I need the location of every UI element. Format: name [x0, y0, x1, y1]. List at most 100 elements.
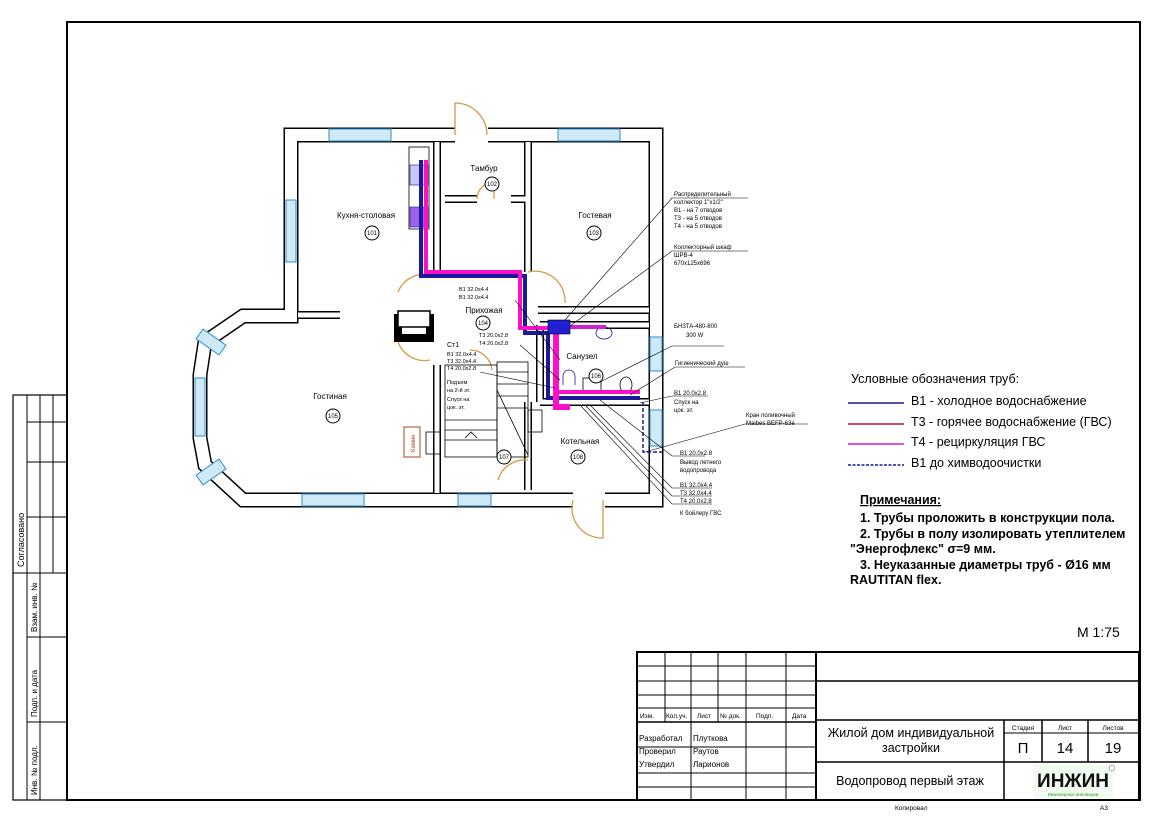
tb-role: Проверил [639, 747, 676, 756]
stair-note: Спуск на [447, 397, 470, 403]
leader-lines [479, 197, 808, 505]
note-line: 3. Неуказанные диаметры труб - Ø16 мм [860, 558, 1111, 572]
room-number: 107 [499, 455, 510, 461]
stair-note: Подъем [447, 380, 467, 386]
company-logo: ИНЖИН Инженерные инновации [1033, 764, 1116, 798]
notes: Примечания: 1. Трубы проложить в констру… [850, 493, 1125, 587]
pipes [419, 160, 662, 453]
stair-note: цок. эт. [447, 405, 465, 411]
sheet-label: Лист [1058, 725, 1072, 732]
legend-item: Т3 - горячее водоснабжение (ГВС) [911, 415, 1112, 429]
tb-name: Плуткова [693, 734, 728, 743]
riser-name: Ст1 [447, 342, 459, 349]
tb-role: Разработал [639, 734, 683, 743]
sheet-title: Водопровод первый этаж [836, 774, 984, 788]
stage-value: П [1018, 740, 1029, 757]
note-line: 2. Трубы в полу изолировать утеплителем [860, 527, 1125, 541]
logo-text: ИНЖИН [1037, 771, 1109, 792]
legend-item: Т4 - рециркуляция ГВС [911, 435, 1045, 449]
project-title: Жилой дом индивидуальной [828, 726, 994, 740]
tb-header: Дата [792, 713, 807, 720]
tb-name: Раутов [693, 747, 719, 756]
callout-text: Т4 20.0х2.8 [680, 499, 712, 505]
room-name: Тамбур [470, 164, 498, 173]
callout-text: водопровода [680, 468, 717, 474]
tb-header: Лист [697, 713, 711, 720]
tb-role: Утвердил [639, 760, 675, 769]
notes-title: Примечания: [860, 493, 941, 507]
side-stamp: Согласовано Взам. инв. № Подп. и дата Ин… [12, 394, 68, 801]
callout-text: Т3 - на 5 отводов [674, 216, 722, 222]
note-line: RAUTITAN flex. [850, 573, 941, 587]
pipe-label: Т3 32.0х4.4 [447, 359, 476, 365]
room-number: 104 [478, 321, 489, 327]
room-labels: Кухня-столовая 101 Тамбур 102 Гостевая 1… [313, 164, 612, 465]
room-name: Прихожая [465, 306, 502, 315]
windows [194, 128, 663, 507]
callout-text: Спуск на [674, 400, 699, 406]
legend-item: В1 до химводоочистки [911, 456, 1041, 470]
callout-text: Коллекторный шкаф [674, 244, 732, 251]
callout-text: цок. эт. [674, 408, 694, 414]
room-number: 106 [591, 374, 602, 380]
callout-text: В1 - на 7 отводов [674, 208, 722, 214]
pipe-label: Т3 20.0х2.8 [479, 333, 508, 339]
callout-text: Гигиенический душ [675, 360, 729, 367]
callout-text: Распределительный [674, 191, 731, 198]
callout-text: Вывод летнего [680, 460, 722, 466]
legend-item: В1 - холодное водоснабжение [911, 394, 1087, 408]
callout-text: К бойлеру ГВС [680, 510, 722, 517]
callout-text: Maibes BEFP-63e [746, 421, 795, 427]
room-name: Котельная [561, 437, 600, 446]
room-number: 103 [589, 231, 600, 237]
floor-plan: Камин Кухня-столовая 101 Тамбур 102 Гост… [192, 102, 808, 539]
pipe-label: В1 32.0х4.4 [447, 352, 476, 358]
sheets-label: Листов [1102, 725, 1124, 732]
logo-subtitle: Инженерные инновации [1048, 792, 1099, 797]
stair-note: на 2-й эт. [447, 387, 471, 394]
copied-label: Копировал [895, 805, 928, 812]
stamp-label: Взам. инв. № [30, 582, 39, 632]
legend-title: Условные обозначения труб: [851, 372, 1019, 386]
callout-text: В1 20.0х2.8 [680, 451, 713, 457]
pipe-legend: Условные обозначения труб: В1 - холодное… [848, 372, 1112, 470]
room-name: Гостиная [313, 392, 347, 401]
collector-cabinet [547, 319, 571, 335]
project-title: застройки [882, 741, 940, 755]
room-name: Гостевая [578, 211, 611, 220]
callouts: Распределительный коллектор 1"х1/2" В1 -… [674, 191, 795, 517]
format-label: А3 [1100, 805, 1108, 812]
pipe-t3-hot [553, 330, 570, 410]
callout-text: Т4 - на 5 отводов [674, 224, 722, 230]
stairs [425, 361, 543, 458]
sheet-value: 14 [1057, 740, 1074, 757]
pipe-labels: В1 32.0х4.4 В1 32.0х4.4 Т3 20.0х2.8 Т4 2… [447, 287, 508, 411]
callout-text: Т3 32.0х4.4 [680, 491, 712, 497]
fireplace-label: Камин [411, 434, 417, 452]
fireplace [403, 426, 421, 458]
pipe-b1-cold [419, 160, 640, 400]
room-number: 105 [328, 414, 339, 420]
callout-text: В1 32.0х4.4 [680, 483, 713, 489]
callout-text: 300 W [686, 333, 704, 339]
callout-text: Кран поливочный [746, 412, 795, 419]
tb-header: № док. [720, 713, 741, 720]
tb-header: Подп. [756, 713, 773, 720]
room-number: 102 [487, 182, 498, 188]
stamp-label: Инв. № подл. [30, 745, 39, 795]
room-name: Санузел [566, 352, 597, 361]
title-block: Изм. Кол.уч. Лист № док. Подп. Дата Разр… [636, 651, 1140, 812]
doors [397, 102, 604, 539]
pipe-label: В1 32.0х4.4 [459, 287, 488, 293]
stage-label: Стадия [1012, 725, 1035, 732]
callout-text: ШРВ-4 [674, 253, 694, 259]
sheets-value: 19 [1105, 740, 1122, 757]
room-number: 101 [367, 231, 378, 237]
callout-text: В1 20.0х2.8 [674, 391, 707, 397]
tb-header: Кол.уч. [666, 713, 687, 720]
tb-name: Ларионов [693, 760, 729, 769]
room-name: Кухня-столовая [337, 211, 395, 220]
callout-text: коллектор 1"х1/2" [674, 200, 723, 206]
callout-text: 670х125х696 [674, 261, 711, 267]
room-number: 108 [573, 455, 584, 461]
